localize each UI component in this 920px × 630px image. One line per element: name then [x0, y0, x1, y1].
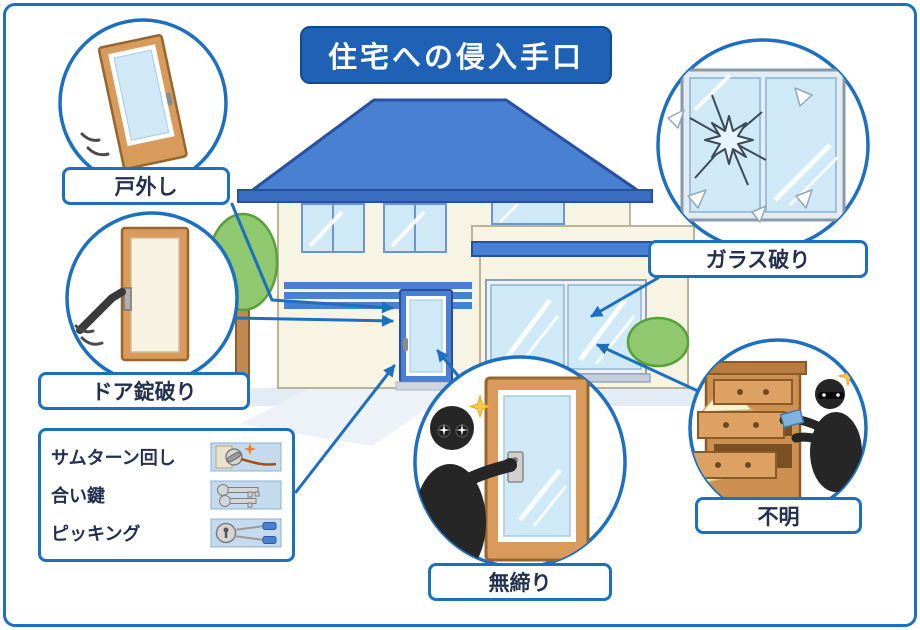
page-title: 住宅への侵入手口: [299, 26, 613, 84]
broken-window-illustration: [667, 68, 846, 223]
callout-label-lock-breaking: ドア錠破り: [38, 372, 250, 410]
connector-line-unlocked: [436, 349, 461, 379]
method-label-thumbturn: サムターン回し: [51, 448, 176, 468]
method-row-thumbturn: サムターン回し: [51, 440, 282, 474]
callout-circle-door-removal: [58, 18, 228, 188]
duplicate-keys-icon: [210, 480, 282, 510]
connector-line-glass-breaking: [590, 276, 660, 318]
lock-picking-icon: [210, 518, 282, 548]
method-label-duplicate-key: 合い鍵: [51, 486, 105, 506]
callout-label-glass-breaking: ガラス破り: [648, 240, 868, 278]
connector-line-unknown: [596, 343, 700, 393]
burglar-door-illustration: [415, 376, 590, 567]
upper-windows: [301, 203, 447, 253]
connector-line-methods: [294, 364, 396, 494]
other-methods-box: サムターン回し 合い鍵: [38, 428, 295, 562]
burglar-drawers-illustration: [690, 361, 862, 506]
wall-stripe-band: [284, 282, 472, 309]
connector-lines: [230, 202, 700, 494]
callout-circle-glass-breaking: [656, 38, 870, 252]
callout-label-unknown: 不明: [695, 497, 862, 534]
lifted-door-illustration: [97, 34, 188, 171]
front-door: [395, 289, 457, 391]
callout-label-door-removal: 戸外し: [62, 167, 230, 205]
callout-circle-lock-breaking: [65, 211, 239, 385]
connector-line-lock-breaking: [233, 314, 394, 327]
crowbar-door-illustration: [74, 226, 190, 362]
callout-circle-unlocked: [413, 355, 627, 569]
callout-label-unlocked: 無締り: [428, 563, 612, 601]
method-row-duplicate-key: 合い鍵: [51, 478, 282, 512]
connector-line-door-removal: [230, 202, 394, 314]
house-illustration: [207, 98, 695, 391]
method-row-picking: ピッキング: [51, 516, 282, 550]
callout-circle-unknown: [688, 338, 868, 518]
method-label-picking: ピッキング: [51, 524, 141, 544]
bush: [626, 316, 690, 368]
thumbturn-tool-icon: [210, 442, 282, 472]
